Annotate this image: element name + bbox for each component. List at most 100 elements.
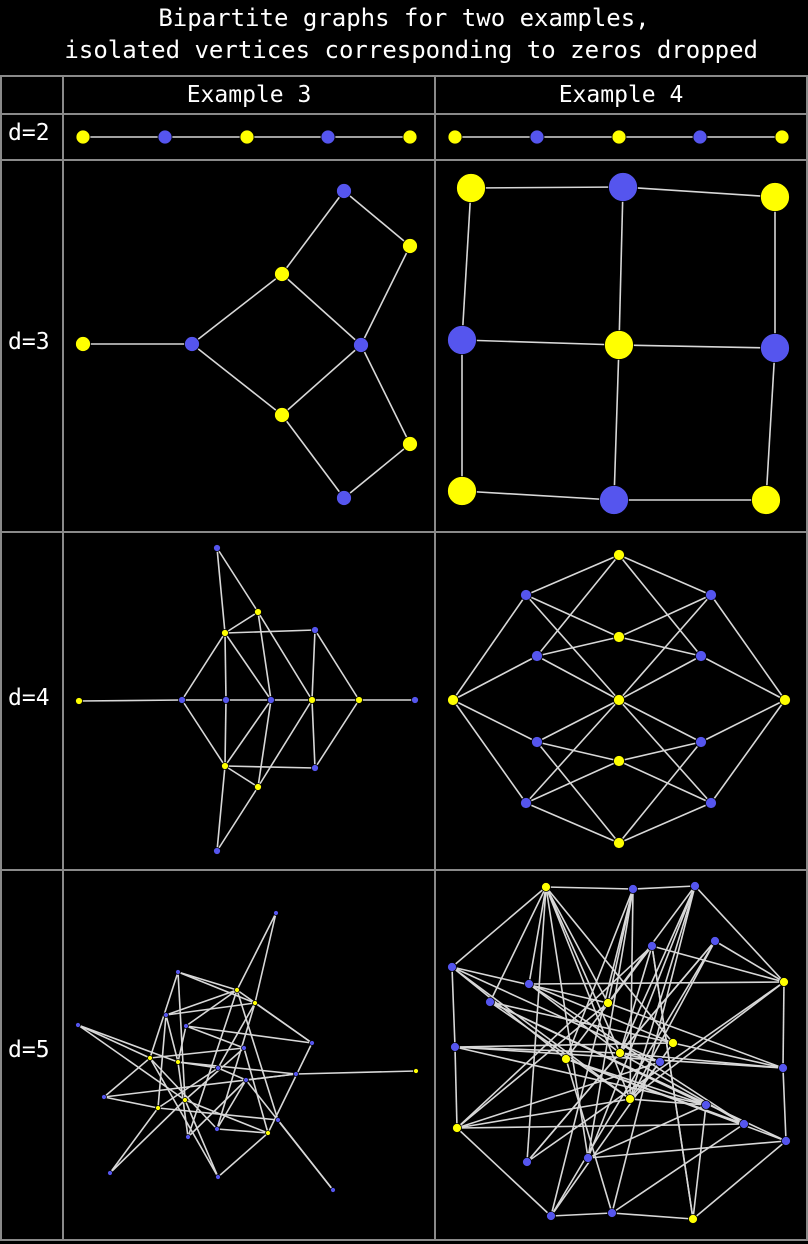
graph-edge [216, 1128, 269, 1134]
yellow-vertex [402, 436, 418, 452]
graph-edge [254, 912, 277, 1004]
graph-edge [109, 1107, 159, 1174]
blue-vertex [241, 1045, 247, 1051]
graph-edge [78, 699, 183, 702]
graph-edge [536, 554, 620, 657]
yellow-vertex [221, 629, 229, 637]
graph-edge [550, 940, 716, 1217]
yellow-vertex [561, 1054, 571, 1064]
graph-edge [295, 1070, 417, 1075]
graph-edge [454, 1046, 707, 1106]
graph-d4-example-4 [447, 549, 791, 849]
blue-vertex [655, 1057, 665, 1067]
graph-edge [281, 414, 345, 499]
blue-vertex [520, 589, 532, 601]
graph-edge [216, 1002, 256, 1130]
graph-edge [177, 1025, 187, 1063]
graph-edge [618, 760, 712, 804]
graph-edge [217, 1002, 256, 1069]
graph-edge [224, 699, 272, 767]
blue-vertex [175, 969, 181, 975]
blue-vertex [760, 333, 790, 363]
graph-edge [243, 1047, 269, 1134]
graph-edge [451, 966, 661, 1063]
graph-edge [525, 699, 620, 804]
blue-vertex [531, 650, 543, 662]
graph-edge [257, 611, 272, 701]
yellow-vertex [779, 977, 789, 987]
yellow-vertex [447, 476, 477, 506]
graph-edge [694, 885, 785, 983]
graph-edge [181, 699, 226, 767]
blue-vertex [336, 183, 352, 199]
yellow-vertex [75, 129, 91, 145]
yellow-vertex [147, 1055, 153, 1061]
blue-vertex [690, 881, 700, 891]
graph-edge [281, 344, 362, 416]
graph-edge [281, 273, 362, 346]
graph-edge [525, 594, 620, 638]
blue-vertex [701, 1100, 711, 1110]
graph-edge [452, 594, 527, 701]
graph-edge [311, 699, 316, 769]
graph-edge [217, 1132, 269, 1178]
graph-edge [181, 632, 226, 701]
blue-vertex [447, 962, 457, 972]
graph-d2-example-4 [447, 129, 790, 145]
blue-vertex [215, 1174, 221, 1180]
yellow-vertex [603, 998, 613, 1008]
graph-edge [216, 765, 226, 852]
blue-vertex [320, 129, 336, 145]
yellow-vertex [541, 882, 551, 892]
yellow-vertex [254, 783, 262, 791]
graph-edge [545, 886, 631, 1100]
blue-vertex [739, 1119, 749, 1129]
graph-edge [587, 1140, 787, 1159]
blue-vertex [267, 696, 275, 704]
yellow-vertex [456, 173, 486, 203]
graph-edge [157, 1014, 167, 1109]
graph-d2-example-3 [75, 129, 418, 145]
yellow-vertex [613, 549, 625, 561]
yellow-vertex [175, 1059, 181, 1065]
yellow-vertex [413, 1068, 419, 1074]
graph-edge [692, 1104, 707, 1220]
yellow-vertex [447, 694, 459, 706]
graph-edge [149, 1047, 245, 1059]
graph-edge [618, 186, 624, 346]
blue-vertex [607, 1208, 617, 1218]
graph-edge [257, 699, 313, 788]
blue-vertex [213, 847, 221, 855]
yellow-vertex [774, 129, 790, 145]
grid-line [0, 531, 808, 533]
graph-edge [489, 1001, 674, 1044]
graph-edge [452, 699, 527, 804]
graph-edge [77, 1024, 179, 1063]
blue-vertex [583, 1153, 593, 1163]
blue-vertex [447, 325, 477, 355]
graph-edge [618, 699, 712, 804]
yellow-vertex [155, 1105, 161, 1111]
graph-d3-example-3 [75, 183, 418, 506]
blue-vertex [213, 544, 221, 552]
graph-edge [191, 273, 283, 345]
graph-edge [525, 594, 620, 701]
graph-edge [536, 699, 620, 743]
graph-edge [619, 1052, 745, 1125]
graph-edge [267, 1042, 313, 1134]
graph-edge [619, 885, 696, 1054]
graph-edge [607, 1002, 784, 1069]
graph-edge [281, 190, 345, 275]
blue-vertex [599, 485, 629, 515]
graph-edge [109, 1099, 186, 1174]
yellow-vertex [447, 129, 463, 145]
yellow-vertex [452, 1123, 462, 1133]
blue-vertex [330, 1187, 336, 1193]
yellow-vertex [308, 696, 316, 704]
graph-d5-example-4 [447, 881, 791, 1224]
graph-edge [629, 885, 696, 1100]
graph-edge [314, 629, 360, 701]
graph-edge [692, 1140, 787, 1220]
blue-vertex [157, 129, 173, 145]
graph-edge [456, 1098, 631, 1129]
